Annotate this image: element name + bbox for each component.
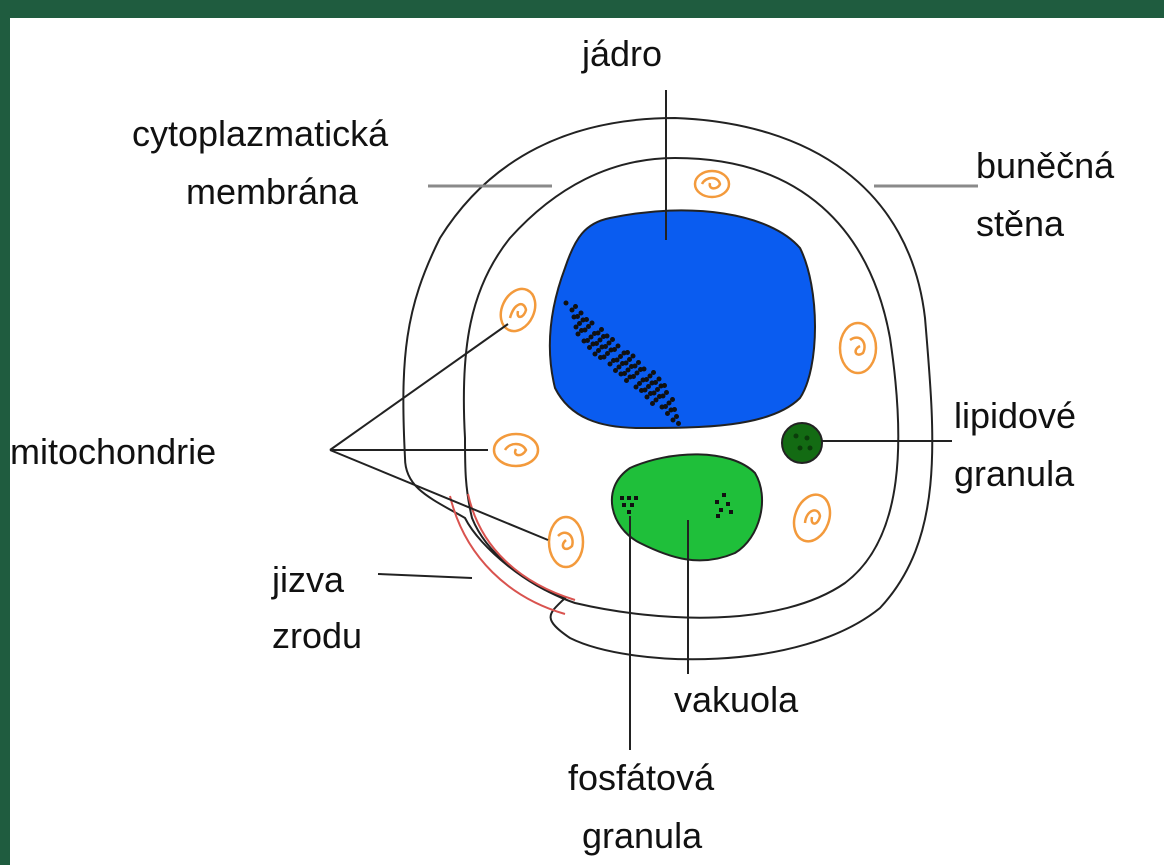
mitochondria-leaders xyxy=(330,324,548,540)
label-scar-1: jizva xyxy=(271,559,345,600)
bud-scar-inner xyxy=(468,494,575,600)
yeast-cell-diagram: jádro cytoplazmatická membrána buněčná s… xyxy=(10,18,1164,865)
nucleus xyxy=(550,210,815,428)
label-lipid-2: granula xyxy=(954,453,1075,494)
label-phosphate-1: fosfátová xyxy=(568,757,715,798)
label-vacuole: vakuola xyxy=(674,679,799,720)
label-lipid-1: lipidové xyxy=(954,395,1076,436)
scar-leader xyxy=(378,574,472,578)
mitochondrion-4 xyxy=(494,434,538,466)
label-wall-2: stěna xyxy=(976,203,1065,244)
vacuole xyxy=(612,454,762,560)
mitochondrion-1 xyxy=(695,171,729,197)
label-membrane-2: membrána xyxy=(186,171,359,212)
label-scar-2: zrodu xyxy=(272,615,362,656)
mitochondrion-6 xyxy=(788,490,836,547)
mitochondrion-3 xyxy=(840,323,876,373)
label-membrane-1: cytoplazmatická xyxy=(132,113,389,154)
diagram-canvas: jádro cytoplazmatická membrána buněčná s… xyxy=(10,18,1164,865)
bud-scar-outer xyxy=(450,496,565,614)
label-phosphate-2: granula xyxy=(582,815,703,856)
label-wall-1: buněčná xyxy=(976,145,1115,186)
label-mitochondria: mitochondrie xyxy=(10,431,216,472)
mitochondrion-5 xyxy=(549,517,583,567)
lipid-granule xyxy=(782,423,822,463)
label-nucleus: jádro xyxy=(581,33,662,74)
